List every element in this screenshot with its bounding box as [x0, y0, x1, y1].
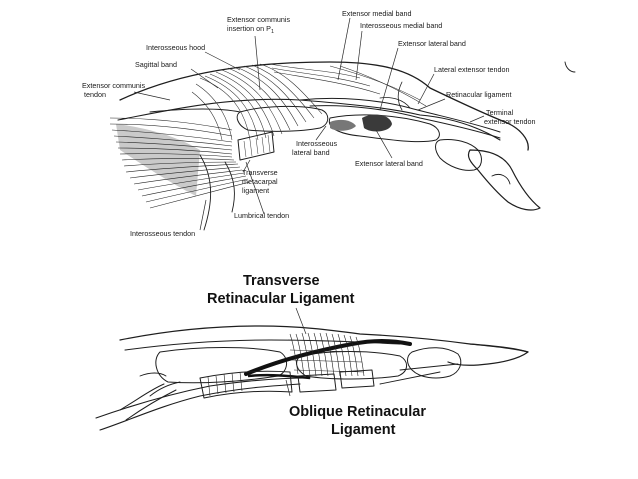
- top-labels: Extensor communis insertion on P1 Extens…: [82, 9, 536, 238]
- bottom-leader-lines: [285, 307, 307, 397]
- label-extensor-medial-band: Extensor medial band: [342, 9, 412, 18]
- label-transverse-metacarpal-ligament-line2: metacarpal: [242, 177, 278, 186]
- label-transverse-metacarpal-ligament-line3: ligament: [242, 186, 269, 195]
- label-lateral-extensor-tendon: Lateral extensor tendon: [434, 65, 510, 74]
- label-lumbrical-tendon: Lumbrical tendon: [234, 211, 289, 220]
- label-interosseous-medial-band: Interosseous medial band: [360, 21, 442, 30]
- label-extensor-communis-insertion: Extensor communis: [227, 15, 291, 24]
- bottom-finger-drawing: [95, 325, 529, 431]
- label-extensor-communis-insertion-line2: insertion on P1: [227, 24, 274, 35]
- label-transverse-metacarpal-ligament: Transverse: [242, 168, 278, 177]
- label-interosseous-hood: Interosseous hood: [146, 43, 205, 52]
- label-extensor-communis-tendon-line2: tendon: [84, 90, 106, 99]
- label-extensor-communis-tendon: Extensor communis: [82, 81, 146, 90]
- label-terminal-extensor-tendon: Terminal: [486, 108, 514, 117]
- label-transverse-retinacular-ligament-line2: Retinacular Ligament: [207, 291, 355, 307]
- label-terminal-extensor-tendon-line2: extensor tendon: [484, 117, 536, 126]
- label-interosseous-tendon: Interosseous tendon: [130, 229, 195, 238]
- label-extensor-lateral-band-top: Extensor lateral band: [398, 39, 466, 48]
- label-oblique-retinacular-ligament: Oblique Retinacular: [289, 404, 426, 420]
- label-oblique-retinacular-ligament-line2: Ligament: [331, 422, 396, 438]
- label-interosseous-lateral-band-line2: lateral band: [292, 148, 330, 157]
- label-extensor-lateral-band-bottom: Extensor lateral band: [355, 159, 423, 168]
- label-retinacular-ligament: Retinacular ligament: [446, 90, 512, 99]
- label-transverse-retinacular-ligament: Transverse: [243, 273, 320, 289]
- bottom-labels: Transverse Retinacular Ligament Oblique …: [207, 273, 426, 438]
- top-finger-drawing: [109, 61, 576, 231]
- label-sagittal-band: Sagittal band: [135, 60, 177, 69]
- top-leader-lines: [133, 17, 485, 231]
- label-interosseous-lateral-band: Interosseous: [296, 139, 338, 148]
